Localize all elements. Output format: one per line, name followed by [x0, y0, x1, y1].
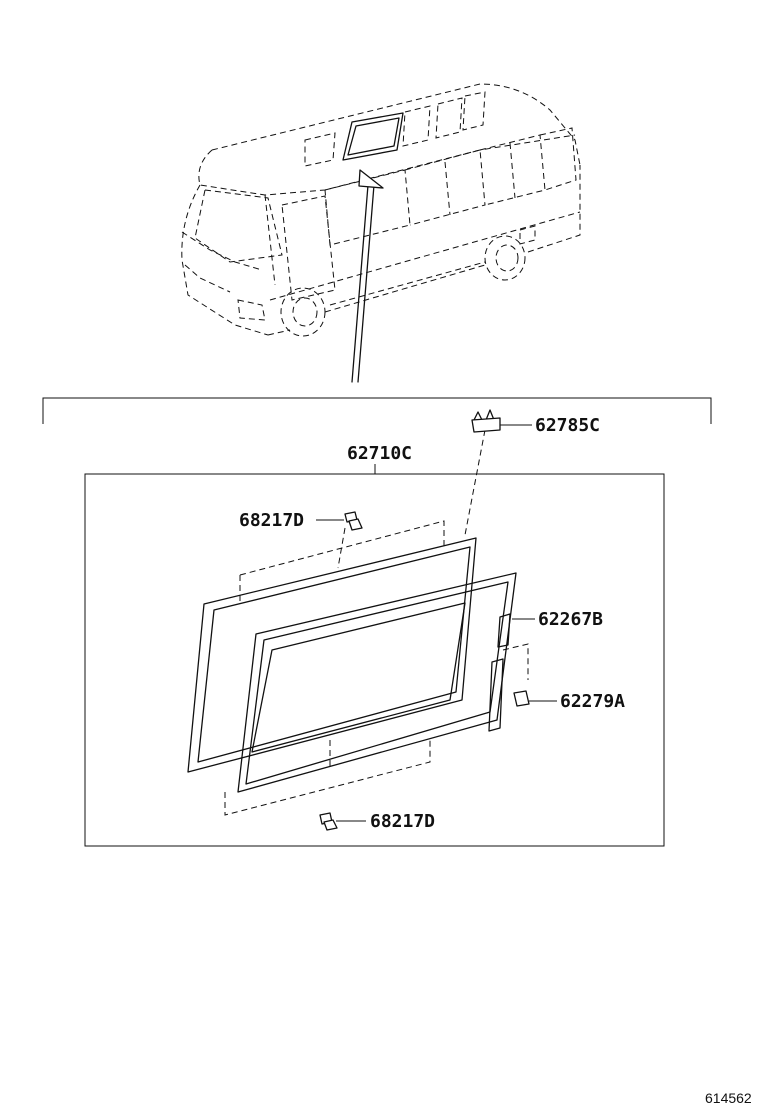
window-assembly — [187, 429, 529, 816]
label-62710c: 62710C — [347, 443, 413, 464]
label-68217d-top: 68217D — [239, 510, 305, 531]
fastener-68217d-bottom-icon — [319, 812, 338, 831]
location-arrow — [351, 169, 384, 383]
label-68217d-bottom: 68217D — [370, 811, 436, 832]
label-62279a: 62279A — [560, 691, 626, 712]
fastener-68217d-top-icon — [344, 511, 363, 531]
block-62279a-icon — [513, 690, 530, 707]
assembly-box — [84, 473, 665, 847]
clip-62785c-icon — [471, 409, 501, 433]
label-62267b: 62267B — [538, 609, 604, 630]
label-62785c: 62785C — [535, 415, 601, 436]
group-bracket — [42, 397, 712, 424]
bus-illustration — [181, 83, 581, 337]
diagram-reference-number: 614562 — [705, 1090, 752, 1106]
